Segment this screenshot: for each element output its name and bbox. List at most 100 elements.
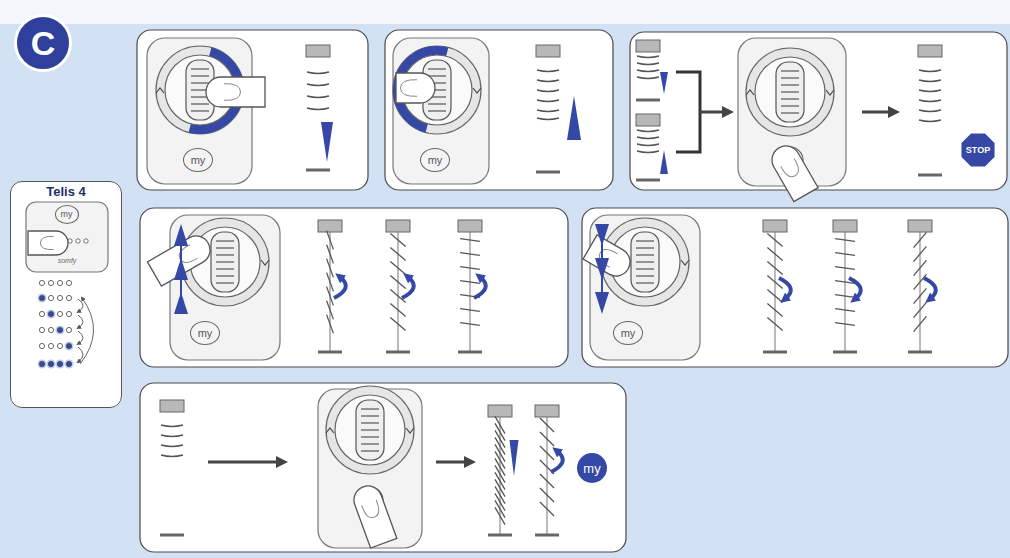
dial-ring [326, 386, 414, 474]
thumb [206, 77, 265, 107]
slat [460, 253, 480, 256]
tilt-arrow [402, 277, 414, 298]
tilt-arrow [551, 451, 563, 472]
grip-line [361, 450, 379, 451]
thumb-outline [28, 231, 68, 255]
up-arrow [174, 258, 188, 280]
slat [161, 445, 183, 447]
thumbnail [362, 500, 382, 520]
grip-line [428, 75, 446, 76]
slat [327, 315, 334, 334]
slat [460, 309, 480, 312]
channel-led [66, 311, 71, 316]
dial [335, 395, 405, 465]
channel-led [84, 239, 88, 243]
sequence-arrow [78, 347, 83, 362]
down-arrow [595, 224, 609, 246]
slat [537, 90, 559, 92]
thumb [396, 73, 435, 103]
grip-line [781, 77, 799, 78]
slat [307, 84, 329, 86]
grip-line [191, 82, 209, 83]
thumb-outline [767, 141, 818, 202]
thumbnail [401, 80, 418, 97]
panel-heading: Telis 4 [11, 184, 121, 199]
slat [540, 432, 554, 446]
slat [637, 151, 659, 153]
button-label: my [583, 462, 600, 475]
down-arrow [510, 440, 519, 476]
channel-led [76, 239, 80, 243]
flow-arrow [436, 461, 470, 464]
slat [390, 248, 405, 261]
button-label: STOP [966, 146, 990, 155]
channel-led [57, 361, 62, 366]
headrail [918, 45, 942, 57]
button-label: my [191, 155, 206, 166]
headrail [535, 405, 559, 417]
bottom-bar [306, 169, 330, 172]
grip-line [216, 282, 234, 283]
grip-line [428, 68, 446, 69]
headrail [908, 220, 932, 232]
slat [307, 72, 329, 74]
slat [307, 96, 329, 98]
headrail [636, 114, 660, 126]
slat [390, 304, 405, 317]
grip-line [361, 429, 379, 430]
slat [835, 253, 855, 256]
slat [835, 295, 855, 298]
slat [637, 70, 659, 72]
channel-led [57, 311, 62, 316]
slat [919, 70, 941, 72]
down-chevron [406, 428, 414, 433]
headrail [636, 40, 660, 52]
channel-led [66, 343, 71, 348]
dial-button [776, 62, 804, 122]
channel-led [66, 295, 71, 300]
channel-led [57, 295, 62, 300]
thumbnail [40, 236, 53, 249]
bottom-bar [918, 174, 942, 177]
bottom-bar [763, 351, 787, 354]
slat [390, 276, 405, 289]
button-label: my [61, 210, 73, 219]
channel-led [48, 280, 53, 285]
slat [919, 120, 941, 122]
slat [540, 446, 554, 460]
down-arrow [660, 72, 668, 94]
slat [540, 502, 554, 516]
bracket [676, 72, 700, 152]
headrail [318, 220, 342, 232]
down-chevron [826, 90, 834, 95]
flow-arrow [208, 461, 282, 464]
grip-line [428, 103, 446, 104]
remote-body [147, 38, 252, 184]
grip-line [191, 68, 209, 69]
down-chevron [473, 88, 481, 93]
remote-body [590, 215, 700, 360]
slat [767, 234, 782, 247]
up-arrow [174, 292, 188, 314]
channel-led [39, 361, 44, 366]
down-chevron [681, 260, 689, 265]
remote-panel-fill [10, 181, 122, 408]
remote-body [26, 202, 108, 272]
slat [460, 323, 480, 326]
top-band [0, 0, 1010, 24]
grip-line [361, 422, 379, 423]
slat [637, 137, 659, 139]
ladder-cord [775, 232, 776, 352]
sequence-arrow [78, 299, 83, 312]
grip-line [636, 240, 654, 241]
slat [914, 316, 927, 331]
thumb-outline [206, 77, 265, 107]
grip-line [191, 110, 209, 111]
down-arrow [321, 122, 333, 162]
dial-button [631, 232, 659, 292]
stop-sign: STOP [960, 132, 996, 168]
my-badge: my [577, 453, 607, 483]
tilt-arrow [779, 278, 791, 299]
flow-arrow [862, 111, 894, 114]
